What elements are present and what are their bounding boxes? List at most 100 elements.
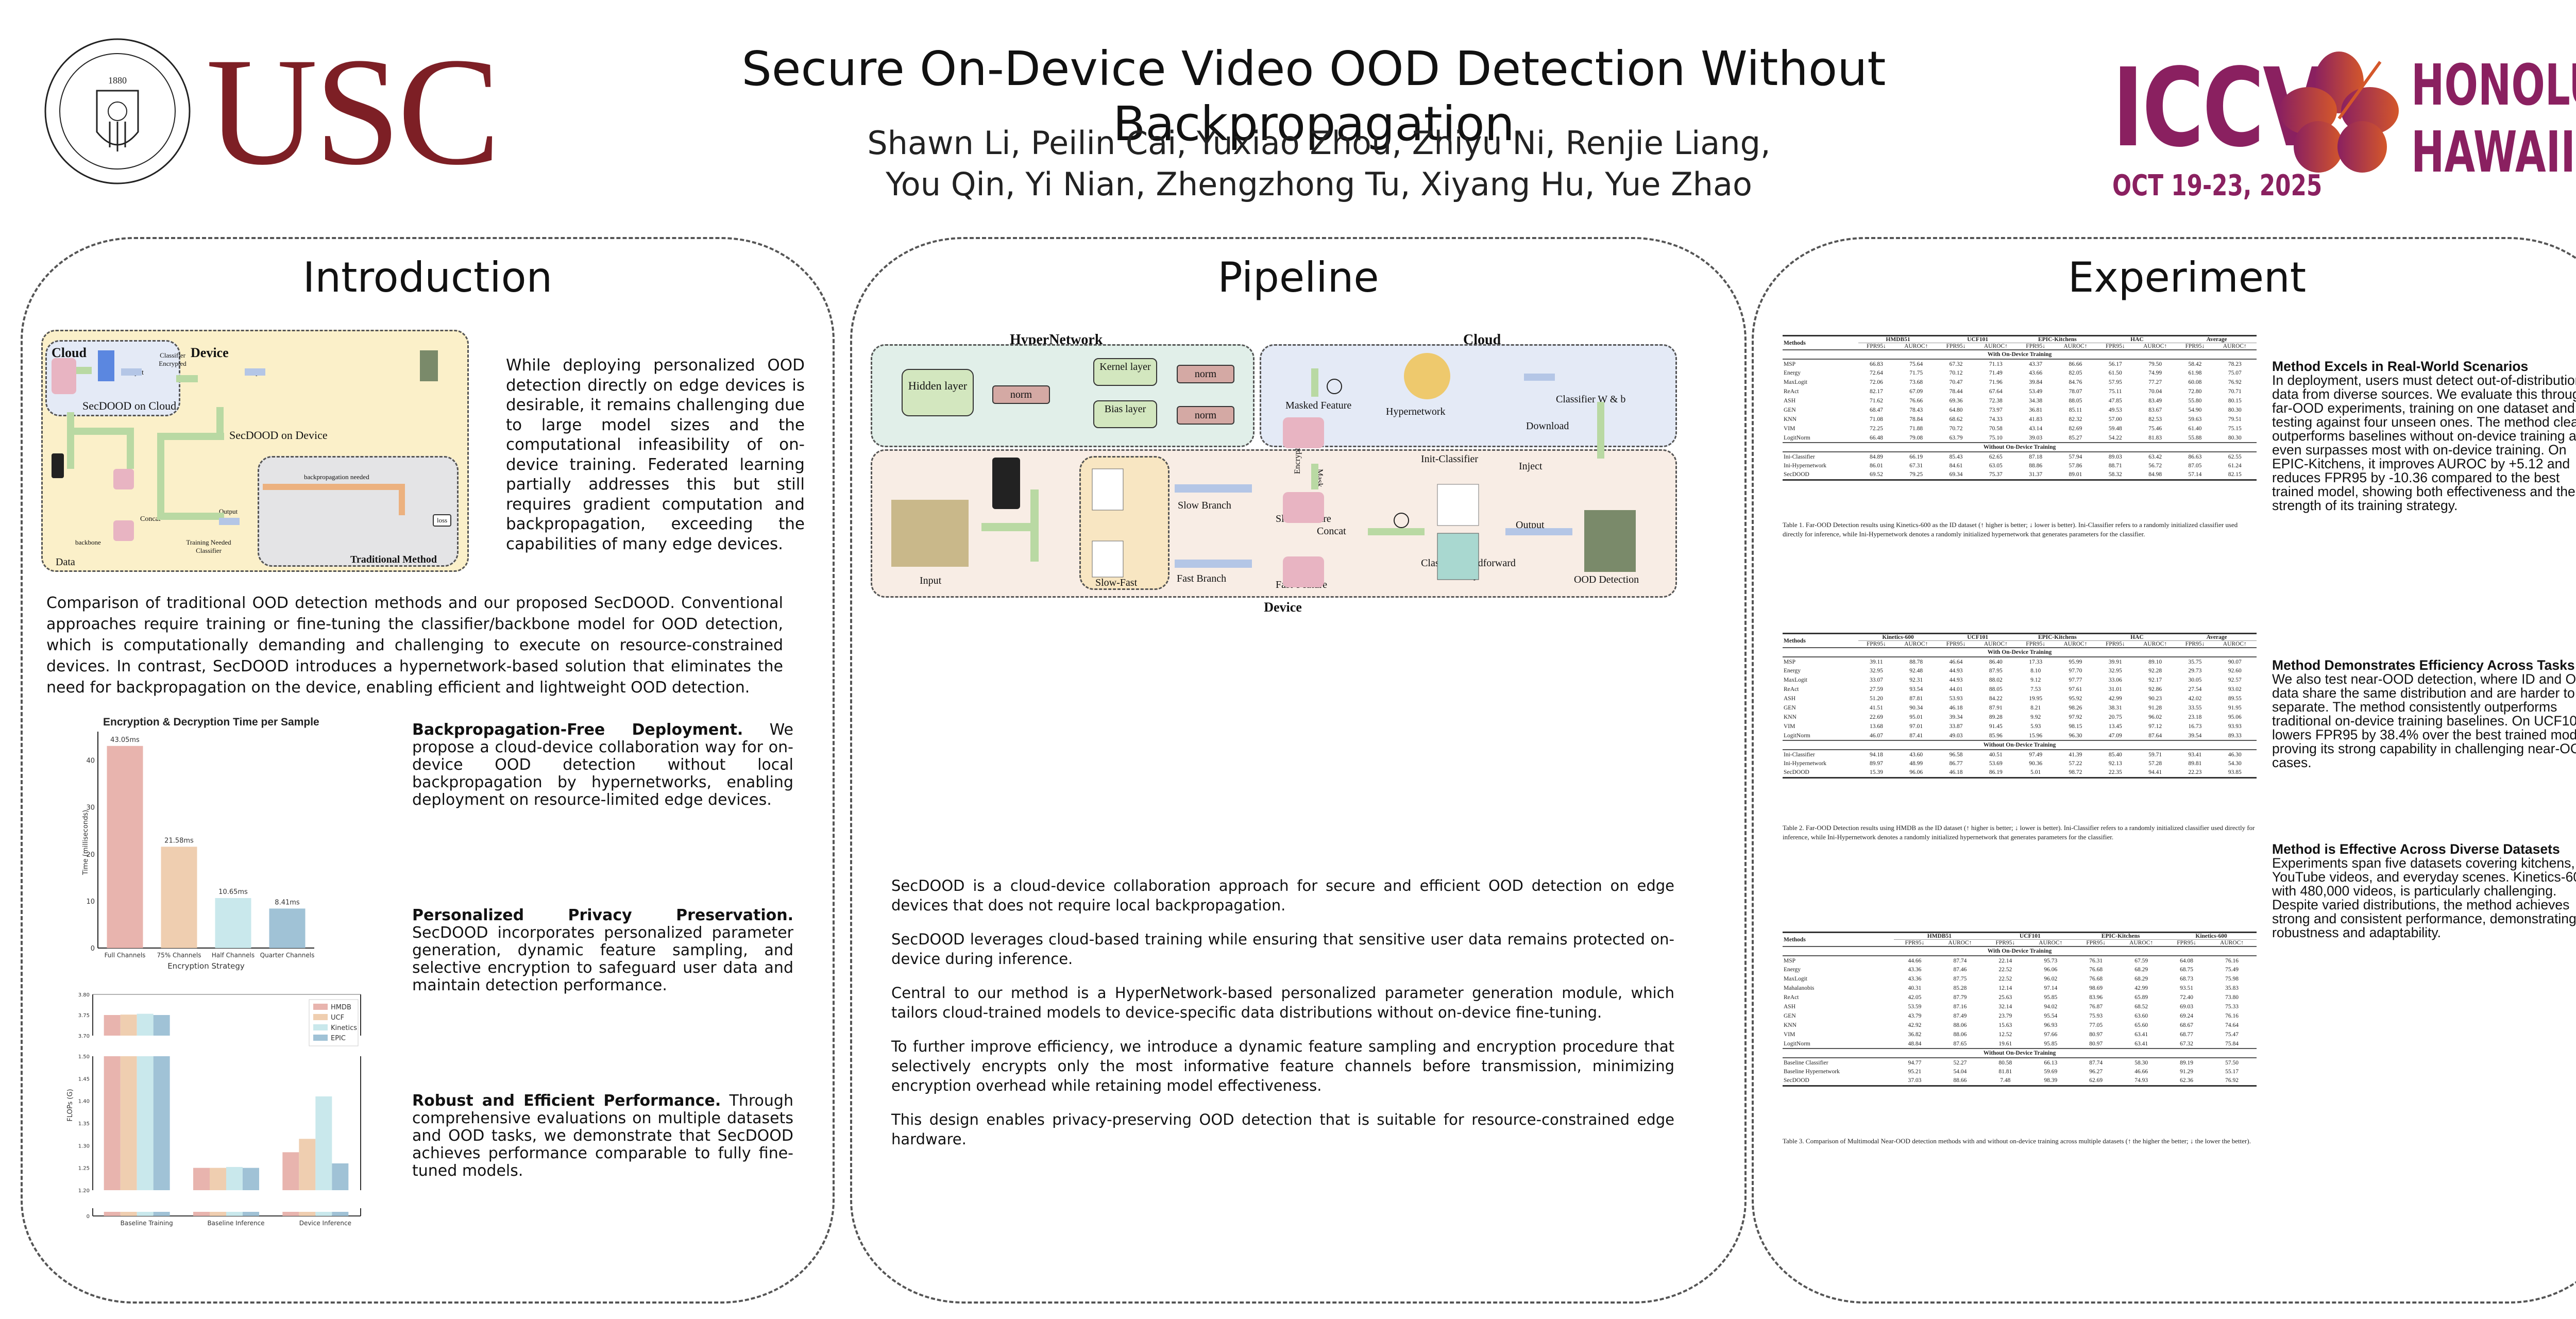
table-cell: 41.39 <box>2069 751 2082 758</box>
table-cell: 27.59 <box>1869 686 1883 692</box>
method-name: MaxLogit <box>1784 976 1807 982</box>
auroc-header: AUROC↑ <box>2207 939 2257 947</box>
table-cell: 94.41 <box>2133 768 2177 779</box>
table-cell: 73.80 <box>2225 994 2239 1001</box>
table-cell: 83.96 <box>2089 994 2103 1001</box>
table-cell: 76.68 <box>2089 976 2103 982</box>
table-cell: 76.31 <box>2089 957 2103 964</box>
table-cell: 40.51 <box>1989 751 2003 758</box>
bar <box>243 1168 259 1190</box>
auroc-header: AUROC↑ <box>1935 939 1985 947</box>
table-cell: 46.64 <box>1949 658 1963 665</box>
table-cell: 95.99 <box>2069 658 2082 665</box>
method-name: MSP <box>1784 658 1796 665</box>
table-cell: 92.57 <box>2228 677 2242 683</box>
result-frames-icon <box>420 350 438 381</box>
table-cell: 87.64 <box>2148 732 2162 739</box>
bar <box>315 1096 332 1190</box>
section-without-training: Without On-Device Training <box>1783 740 2257 750</box>
traditional-method-region <box>258 456 459 567</box>
auroc-header: AUROC↑ <box>1974 343 2018 350</box>
table-cell: 69.52 <box>1858 470 1895 481</box>
table-cell: 25.63 <box>1998 994 2012 1001</box>
table-cell: 95.92 <box>2069 696 2082 702</box>
intro-figure-caption: Comparison of traditional OOD detection … <box>46 594 783 697</box>
bar <box>332 1163 349 1190</box>
fpr95-header: FPR95↓ <box>2177 640 2213 648</box>
table-cell: 42.92 <box>1908 1022 1922 1028</box>
table-cell: 42.05 <box>1908 994 1922 1001</box>
table-cell: 79.50 <box>2148 361 2162 367</box>
table-cell: 43.36 <box>1908 967 1922 973</box>
table-cell: 38.31 <box>2108 705 2122 711</box>
table-cell: 77.05 <box>2089 1022 2103 1028</box>
table-cell: 93.41 <box>2188 751 2202 758</box>
y-tick-label: 1.30 <box>78 1143 90 1149</box>
bar-segment-base <box>226 1212 243 1216</box>
table-cell: 68.29 <box>2134 967 2148 973</box>
table-cell: 47.85 <box>2108 398 2122 404</box>
table-cell: 94.18 <box>1869 751 1883 758</box>
dataset-header: Kinetics-600 <box>2166 932 2257 940</box>
table-cell: 85.27 <box>2069 434 2082 441</box>
method-name: ReAct <box>1784 686 1799 692</box>
encryption-time-chart-svg: Encryption & Decryption Time per Sample0… <box>82 716 319 971</box>
table-cell: 98.26 <box>2069 705 2082 711</box>
fpr95-header: FPR95↓ <box>1938 640 1974 648</box>
table-cell: 82.69 <box>2069 426 2082 432</box>
bar <box>226 1166 243 1190</box>
table-cell: 46.18 <box>1938 768 1974 779</box>
table-cell: 57.50 <box>2225 1059 2239 1066</box>
table-cell: 15.39 <box>1858 768 1895 779</box>
table-cell: 33.07 <box>1869 677 1883 683</box>
table-cell: 96.30 <box>2069 732 2082 739</box>
table-cell: 88.02 <box>1989 677 2003 683</box>
legend-label: EPIC <box>331 1035 346 1042</box>
table-cell: 82.53 <box>2148 416 2162 422</box>
y-tick-label: 1.40 <box>78 1099 90 1105</box>
table-cell: 86.40 <box>1989 658 2003 665</box>
bar-segment-base <box>210 1212 226 1216</box>
flops-chart-svg: 3.703.753.801.201.251.301.351.401.451.50… <box>66 992 361 1227</box>
fast-pathway-icon <box>1092 540 1124 578</box>
poster-title: Secure On-Device Video OOD Detection Wit… <box>741 41 1886 151</box>
bar <box>120 1056 137 1190</box>
data-label: 8.41ms <box>275 899 300 906</box>
table-cell: 54.22 <box>2108 434 2122 441</box>
table-cell: 43.60 <box>1909 751 1923 758</box>
bar <box>210 1168 226 1190</box>
bar <box>137 1056 154 1190</box>
method-name: VIM <box>1784 723 1795 730</box>
table-cell: 54.30 <box>2228 760 2242 767</box>
table-cell: 64.80 <box>1949 407 1963 413</box>
table-cell: 70.04 <box>2148 388 2162 395</box>
section-without-training: Without On-Device Training <box>1783 442 2257 452</box>
table-cell: 61.24 <box>2228 463 2242 469</box>
fpr95-header: FPR95↓ <box>1938 343 1974 350</box>
table-cell: 69.34 <box>1938 470 1974 481</box>
table-cell: 63.41 <box>2134 1031 2148 1038</box>
table-cell: 76.68 <box>2089 967 2103 973</box>
table-cell: 89.33 <box>2228 732 2242 739</box>
table-cell: 82.15 <box>2213 470 2257 481</box>
table-cell: 49.53 <box>2108 407 2122 413</box>
table-cell: 63.79 <box>1949 434 1963 441</box>
table-cell: 9.92 <box>2030 714 2041 720</box>
section-with-training: With On-Device Training <box>1783 349 2257 360</box>
table-cell: 42.99 <box>2108 696 2122 702</box>
kernel-layer-box: Kernel layer <box>1093 358 1157 386</box>
table-cell: 39.11 <box>1870 658 1883 665</box>
x-tick-label: Baseline Training <box>121 1220 173 1227</box>
table-cell: 91.28 <box>2148 705 2162 711</box>
table-cell: 75.49 <box>2225 967 2239 973</box>
table-cell: 85.11 <box>2069 407 2082 413</box>
method-name: SecDOOD <box>1783 768 1858 779</box>
table-cell: 15.96 <box>2029 732 2043 739</box>
